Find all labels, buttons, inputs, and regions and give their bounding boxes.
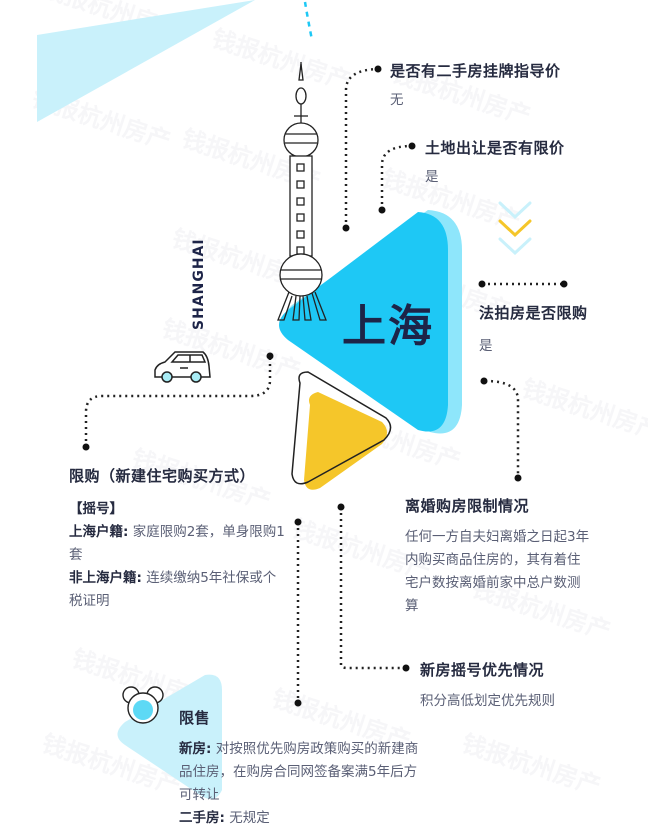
section-guide-price: 是否有二手房挂牌指导价 无 bbox=[390, 60, 561, 111]
section-title: 新房摇号优先情况 bbox=[420, 661, 545, 679]
section-purchase-limit: 限购（新建住宅购买方式） 【摇号】 上海户籍: 家庭限购2套，单身限购1套 非上… bbox=[69, 465, 289, 613]
chevrons-down-icon bbox=[498, 201, 532, 256]
sale-limit-line: 二手房: 无规定 bbox=[179, 810, 270, 826]
connector-dots bbox=[82, 65, 568, 707]
decor-wedge bbox=[37, 0, 255, 122]
section-lottery-priority: 新房摇号优先情况 积分高低划定优先规则 bbox=[420, 659, 555, 712]
section-title: 离婚购房限制情况 bbox=[405, 497, 530, 515]
dotted-connectors bbox=[84, 67, 562, 700]
section-title: 土地出让是否有限价 bbox=[425, 139, 565, 157]
play-triangle-icon bbox=[279, 210, 462, 434]
section-divorce-limit: 离婚购房限制情况 任何一方自夫妇离婚之日起3年内购买商品住房的，其有着住宅户数按… bbox=[405, 495, 590, 618]
sale-limit-line: 新房: 对按照优先购房政策购买的新建商品住房，在购房合同网签备案满5年后方可转让 bbox=[179, 741, 419, 803]
section-text: 任何一方自夫妇离婚之日起3年内购买商品住房的，其有着住宅户数按离婚前家中总户数测… bbox=[405, 529, 590, 614]
section-value: 是 bbox=[479, 338, 493, 354]
decor-triangle bbox=[117, 674, 222, 799]
section-title: 是否有二手房挂牌指导价 bbox=[390, 62, 561, 80]
section-sale-limit: 限售 新房: 对按照优先购房政策购买的新建商品住房，在购房合同网签备案满5年后方… bbox=[179, 707, 429, 830]
section-title: 法拍房是否限购 bbox=[479, 304, 588, 322]
section-value: 无 bbox=[390, 92, 404, 108]
tv-tower-icon bbox=[277, 62, 327, 321]
section-title: 限购（新建住宅购买方式） bbox=[69, 467, 256, 485]
city-name-en: SHANGHAI bbox=[191, 238, 207, 330]
section-value: 积分高低划定优先规则 bbox=[420, 693, 555, 709]
mouse-ears-icon bbox=[122, 686, 164, 724]
purchase-limit-line: 非上海户籍: 连续缴纳5年社保或个税证明 bbox=[69, 570, 277, 609]
section-judicial-auction: 法拍房是否限购 是 bbox=[479, 302, 588, 357]
section-value: 是 bbox=[425, 169, 439, 185]
decor-dashed-line bbox=[303, 1, 314, 41]
section-title: 限售 bbox=[179, 709, 211, 727]
purchase-limit-line: 上海户籍: 家庭限购2套，单身限购1套 bbox=[69, 524, 285, 563]
car-icon bbox=[154, 351, 211, 383]
city-name-cn: 上海 bbox=[342, 301, 434, 352]
section-subtitle: 【摇号】 bbox=[69, 501, 123, 517]
play-triangle-icon bbox=[291, 371, 392, 490]
section-land-price-limit: 土地出让是否有限价 是 bbox=[425, 137, 565, 188]
